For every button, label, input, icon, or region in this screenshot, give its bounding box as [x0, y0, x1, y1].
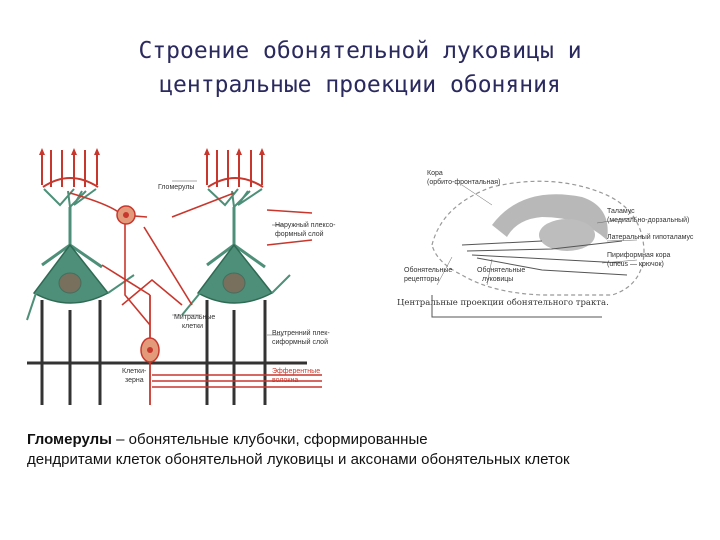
caption-definition-line-1: – обонятельные клубочки, сформированные: [111, 431, 428, 448]
label-inner-plexiform-2: сиформный слой: [272, 338, 328, 346]
label-receptors-2: рецепторы: [404, 276, 439, 283]
label-lateral-hypothalamus: Латеральный гипоталамус: [607, 233, 694, 241]
label-granule-2: зерна: [125, 377, 144, 384]
right-diagram-caption: Центральные проекции обонятельного тракт…: [397, 297, 609, 308]
label-piriform-2: (uncus — крючок): [607, 261, 664, 268]
label-mitral-2: клетки: [182, 323, 203, 330]
right-projection-diagram: Кора (орбито-фронтальная) Таламус (медиа…: [397, 170, 694, 318]
olfactory-bulb-diagram: Гломерулы Наружный плексо- формный слой …: [26, 148, 694, 405]
label-glomeruli: Гломерулы: [158, 184, 194, 191]
title-line-1: Строение обонятельной луковицы и: [138, 38, 582, 64]
label-cortex-2: (орбито-фронтальная): [427, 178, 500, 186]
label-granule-1: Клетки-: [122, 368, 147, 375]
label-outer-plexiform-2: формный слой: [275, 230, 324, 238]
slide-title: Строение обонятельной луковицы и централ…: [0, 34, 720, 102]
label-inner-plexiform-1: Внутренний плек-: [272, 329, 330, 337]
caption-definition-line-2: дендритами клеток обонятельной луковицы …: [27, 451, 570, 468]
label-piriform-1: Пириформная кора: [607, 252, 671, 259]
label-cortex-1: Кора: [427, 170, 443, 177]
title-line-2: центральные проекции обоняния: [159, 72, 561, 98]
label-mitral-1: Митральные: [174, 314, 215, 321]
label-efferent-2: волокна: [272, 377, 298, 384]
label-thalamus-2: (медиально-дорзальный): [607, 216, 689, 224]
left-structure-diagram: Гломерулы Наружный плексо- формный слой …: [26, 148, 336, 405]
label-bulb-1: Обонятельные: [477, 266, 525, 274]
label-receptors-1: Обонятельные: [404, 266, 452, 274]
slide-caption: Гломерулы – обонятельные клубочки, сформ…: [27, 430, 707, 470]
label-outer-plexiform-1: Наружный плексо-: [275, 221, 336, 229]
label-efferent-1: Эфферентные: [272, 368, 320, 375]
label-thalamus-1: Таламус: [607, 208, 635, 215]
label-bulb-2: луковицы: [482, 276, 513, 283]
caption-term: Гломерулы: [27, 431, 112, 448]
